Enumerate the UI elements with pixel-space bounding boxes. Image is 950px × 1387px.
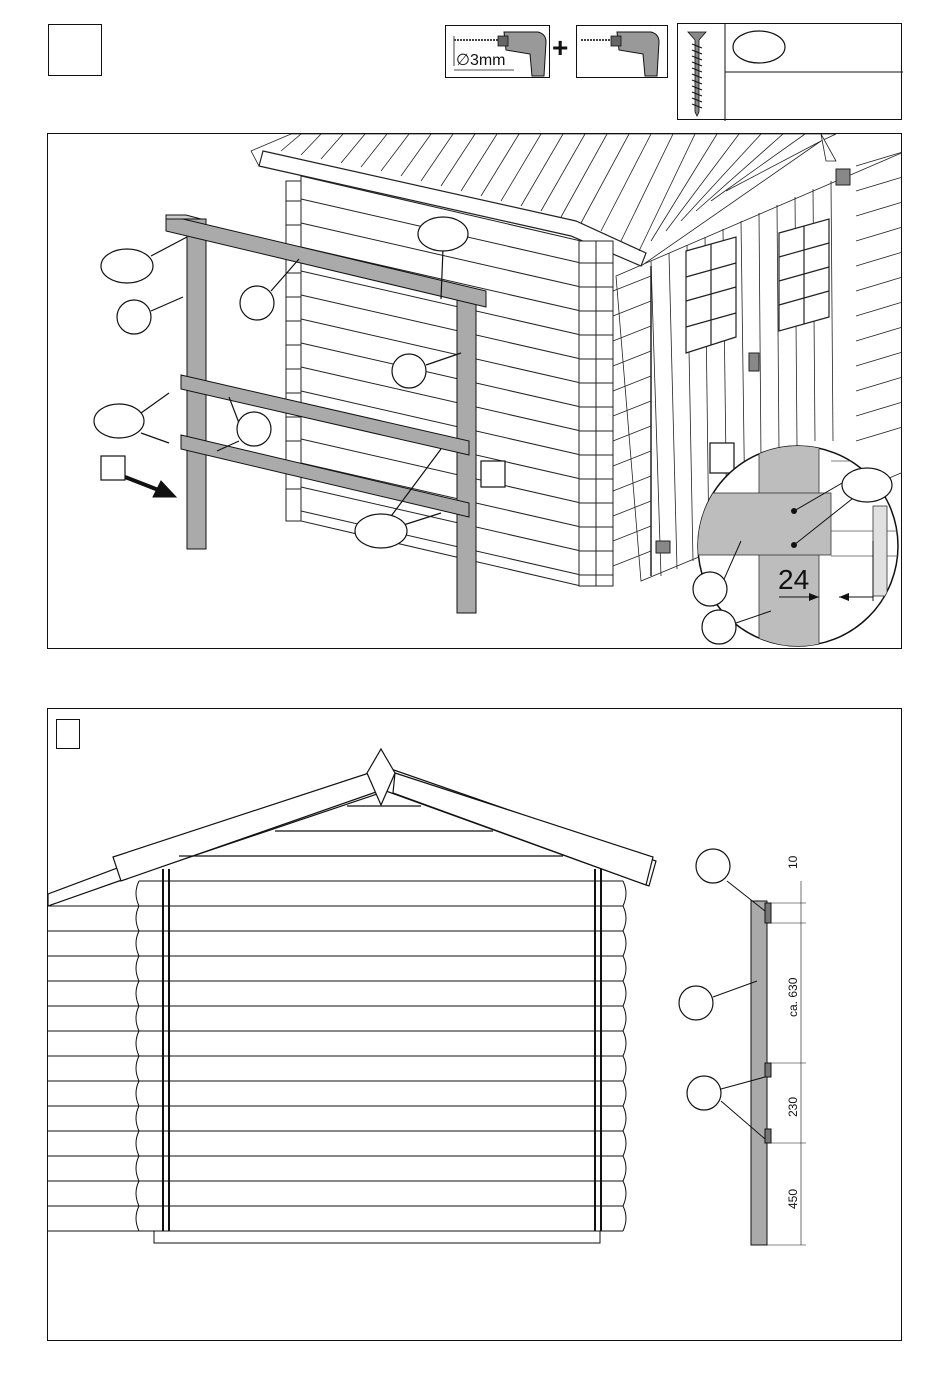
post-profile <box>679 849 806 1245</box>
dimension-upper: ca. 630 <box>786 978 800 1017</box>
detail-measurement: 24 <box>778 564 809 596</box>
wall-logs <box>48 869 626 1243</box>
fastener-legend-box <box>677 23 902 120</box>
reference-box-center <box>481 461 505 487</box>
elevation-view-panel: 10 ca. 630 230 450 <box>47 708 902 1341</box>
step-number-box <box>48 24 102 76</box>
window-left <box>686 237 736 353</box>
cordless-screwdriver-icon <box>577 26 669 79</box>
dimension-bottom: 450 <box>786 1189 800 1209</box>
shed-perspective-illustration <box>48 134 902 649</box>
reference-box-left <box>101 456 125 480</box>
gable-roof <box>48 749 656 906</box>
assembly-view-panel: 24 <box>47 133 902 649</box>
gable-wall-elevation <box>48 709 902 1341</box>
dimension-top: 10 <box>786 856 800 869</box>
direction-arrow <box>125 477 176 497</box>
screw-icon <box>678 24 903 121</box>
window-right <box>779 219 829 331</box>
reference-box-detail <box>710 443 734 473</box>
drill-bit-size: ∅3mm <box>456 50 506 70</box>
step-number-box-lower <box>56 719 80 749</box>
screwdriver-tool-box <box>576 25 668 78</box>
dimension-middle: 230 <box>786 1097 800 1117</box>
drill-tool-box: ∅3mm <box>445 25 550 78</box>
plus-sign: + <box>552 32 568 64</box>
